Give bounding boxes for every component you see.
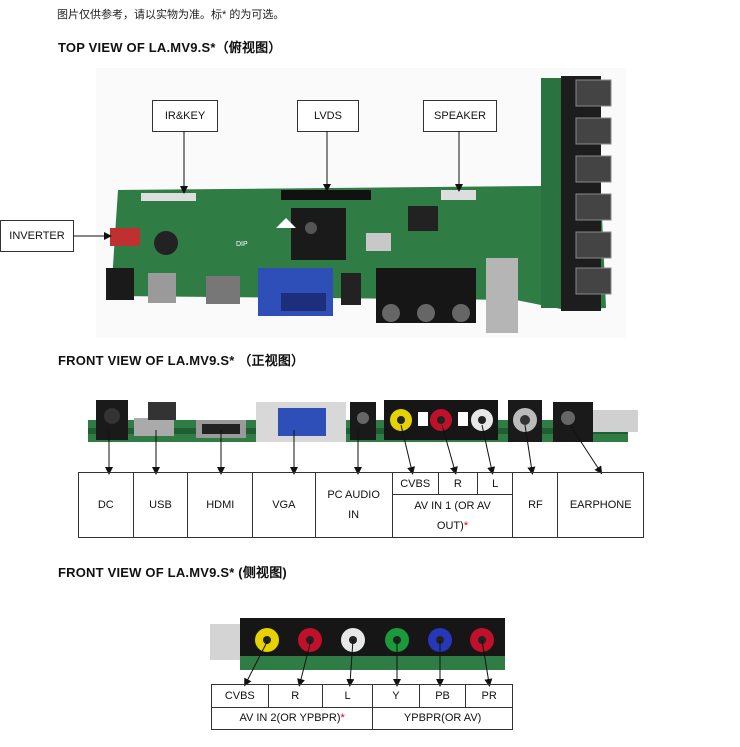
side-port-table: CVBS R L Y PB PR AV IN 2(OR YPBPR)* YPBP…: [210, 684, 513, 730]
callout-ir-key: IR&KEY: [152, 100, 218, 132]
callout-speaker: SPEAKER: [423, 100, 497, 132]
label-hdmi: HDMI: [187, 472, 254, 538]
front-port-table: DC USB HDMI VGA PC AUDIO IN CVBS R L RF …: [78, 472, 644, 538]
disclaimer-note: 图片仅供参考，请以实物为准。标* 的为可选。: [57, 9, 285, 21]
top-view-title: TOP VIEW OF LA.MV9.S*（俯视图）: [58, 40, 282, 55]
label-side-r: R: [267, 684, 323, 708]
label-cvbs: CVBS: [391, 472, 439, 495]
label-side-pr: PR: [465, 684, 513, 708]
optional-star-2: *: [340, 712, 345, 725]
top-view-photo: DIP: [96, 68, 626, 338]
label-vga: VGA: [252, 472, 316, 538]
label-av-in-1-group: AV IN 1 (OR AV OUT)*: [391, 494, 514, 538]
label-av-in-2-group: AV IN 2(OR YPBPR)*: [210, 706, 374, 730]
front-view-title: FRONT VIEW OF LA.MV9.S* （正视图）: [58, 353, 305, 368]
label-earphone: EARPHONE: [557, 472, 644, 538]
label-side-l: L: [321, 684, 374, 708]
label-usb: USB: [132, 472, 189, 538]
label-side-pb: PB: [418, 684, 467, 708]
label-rf: RF: [512, 472, 559, 538]
rca-stack-right: [561, 76, 612, 311]
callout-lvds: LVDS: [297, 100, 359, 132]
label-dc: DC: [78, 472, 134, 538]
label-side-y: Y: [372, 684, 420, 708]
label-ypbpr-or-av: YPBPR(OR AV): [372, 706, 513, 730]
optional-star: *: [463, 520, 469, 532]
label-av-in-2: AV IN 2(OR YPBPR): [239, 712, 341, 725]
label-av-in-1: AV IN 1 (OR AV OUT): [414, 500, 491, 532]
label-side-cvbs: CVBS: [211, 684, 269, 708]
dip-print: DIP: [236, 241, 248, 248]
callout-inverter: INVERTER: [0, 220, 74, 252]
side-view-title: FRONT VIEW OF LA.MV9.S* (侧视图): [58, 565, 287, 580]
label-pc-audio-in: PC AUDIO IN: [314, 472, 393, 538]
